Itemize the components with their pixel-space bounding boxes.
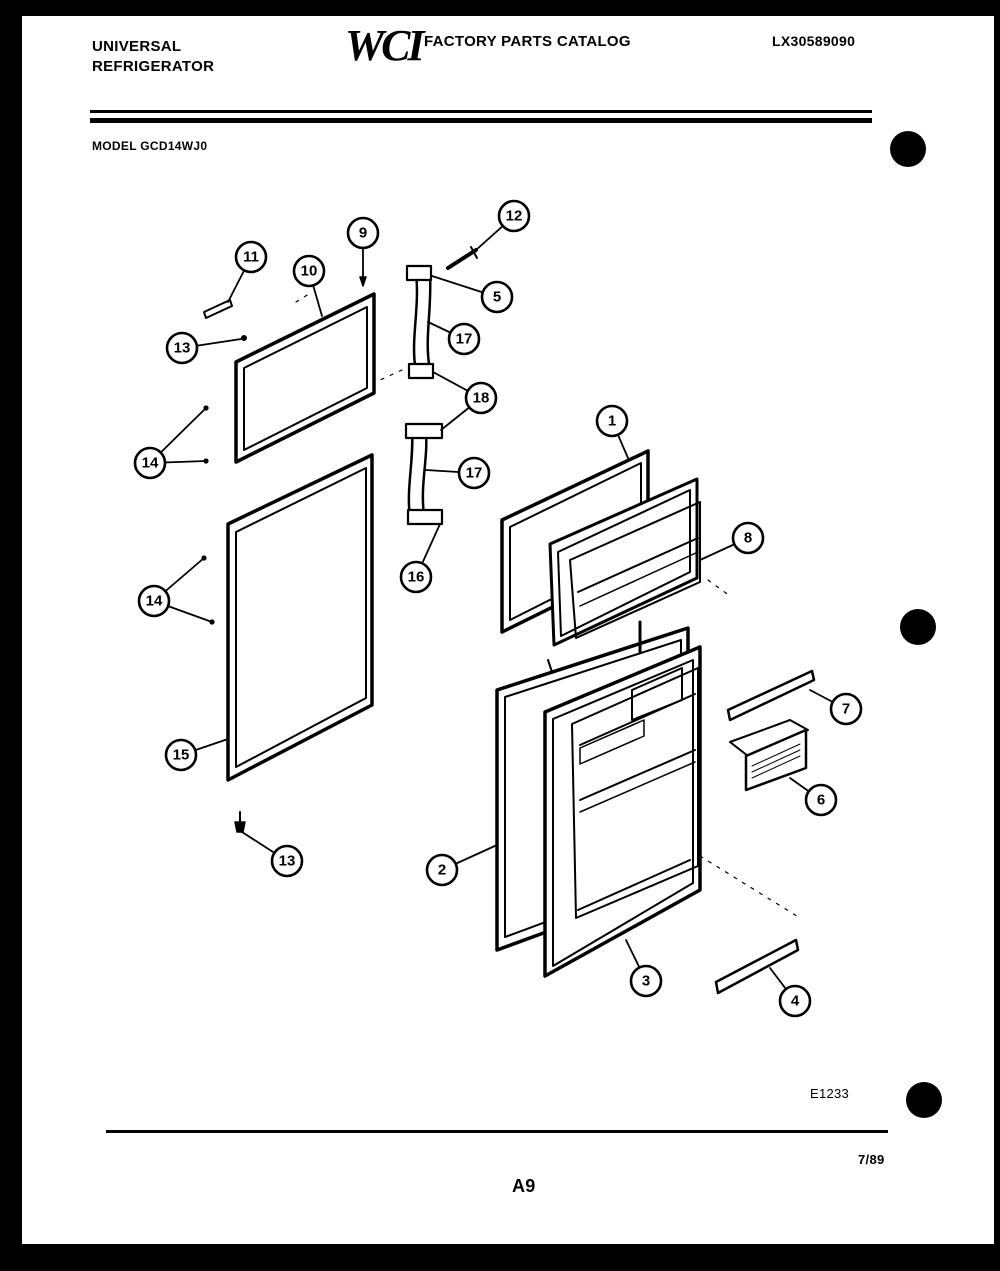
callout-1: 1 <box>595 404 629 438</box>
callout-16: 16 <box>399 560 433 594</box>
svg-text:14: 14 <box>142 455 159 472</box>
svg-text:11: 11 <box>243 249 259 266</box>
callout-11: 11 <box>234 240 268 274</box>
binder-hole-middle <box>900 609 936 645</box>
svg-text:4: 4 <box>791 993 800 1010</box>
callout-13-upper: 13 <box>165 331 199 365</box>
binder-hole-top <box>890 131 926 167</box>
brand-line-1: UNIVERSAL <box>92 38 182 55</box>
binder-hole-bottom <box>906 1082 942 1118</box>
callout-17-lower: 17 <box>457 456 491 490</box>
svg-text:3: 3 <box>642 973 650 990</box>
screw-part-13-upper <box>241 335 247 341</box>
svg-text:5: 5 <box>493 289 501 306</box>
callout-5: 5 <box>480 280 514 314</box>
callout-15: 15 <box>164 738 198 772</box>
svg-text:17: 17 <box>466 465 483 482</box>
svg-text:17: 17 <box>456 331 473 348</box>
callout-3: 3 <box>629 964 663 998</box>
svg-text:10: 10 <box>301 263 318 280</box>
svg-text:14: 14 <box>146 593 163 610</box>
svg-text:1: 1 <box>608 413 616 430</box>
spacer-part <box>203 299 233 319</box>
catalog-title: FACTORY PARTS CATALOG <box>424 33 631 50</box>
header-rule-top <box>90 110 872 113</box>
callout-13-lower: 13 <box>270 844 304 878</box>
callout-6: 6 <box>804 783 838 817</box>
callout-17-upper: 17 <box>447 322 481 356</box>
callout-7: 7 <box>829 692 863 726</box>
freezer-door-gasket <box>234 292 376 464</box>
brand-line-2: REFRIGERATOR <box>92 58 215 75</box>
callout-2: 2 <box>425 853 459 887</box>
screw-part-12 <box>446 246 478 270</box>
lower-door-handle <box>404 422 444 526</box>
trim-strip-upper <box>726 669 816 722</box>
catalog-number: LX30589090 <box>772 33 856 49</box>
callout-14-upper: 14 <box>133 446 167 480</box>
fresh-food-door <box>543 645 702 978</box>
svg-text:15: 15 <box>173 747 190 764</box>
callout-8: 8 <box>731 521 765 555</box>
figure-code: E1233 <box>810 1086 850 1101</box>
screw-part-13-lower <box>234 811 246 833</box>
model-number: MODEL GCD14WJ0 <box>92 139 208 153</box>
svg-text:6: 6 <box>817 792 825 809</box>
screw-part-9 <box>359 276 367 287</box>
page-number: A9 <box>512 1176 536 1196</box>
wci-logo: WCI <box>345 21 425 70</box>
svg-text:18: 18 <box>473 390 490 407</box>
svg-text:8: 8 <box>744 530 752 547</box>
callout-10: 10 <box>292 254 326 288</box>
callout-9: 9 <box>346 216 380 250</box>
callout-18: 18 <box>464 381 498 415</box>
dairy-door <box>729 719 809 792</box>
upper-door-handle <box>405 264 435 380</box>
svg-text:16: 16 <box>408 569 425 586</box>
header-rule-bottom <box>90 118 872 123</box>
footer-rule <box>106 1130 888 1133</box>
callout-12: 12 <box>497 199 531 233</box>
callout-14-lower: 14 <box>137 584 171 618</box>
svg-text:13: 13 <box>174 340 191 357</box>
freezer-door <box>548 477 701 647</box>
revision-date: 7/89 <box>858 1152 885 1167</box>
svg-text:13: 13 <box>279 853 296 870</box>
svg-text:9: 9 <box>359 225 367 242</box>
svg-text:12: 12 <box>506 208 523 225</box>
fresh-food-door-gasket <box>226 453 374 782</box>
trim-strip-lower <box>714 938 800 995</box>
svg-text:2: 2 <box>438 862 446 879</box>
alignment-dashes <box>295 291 801 919</box>
callout-4: 4 <box>778 984 812 1018</box>
svg-text:7: 7 <box>842 701 850 718</box>
